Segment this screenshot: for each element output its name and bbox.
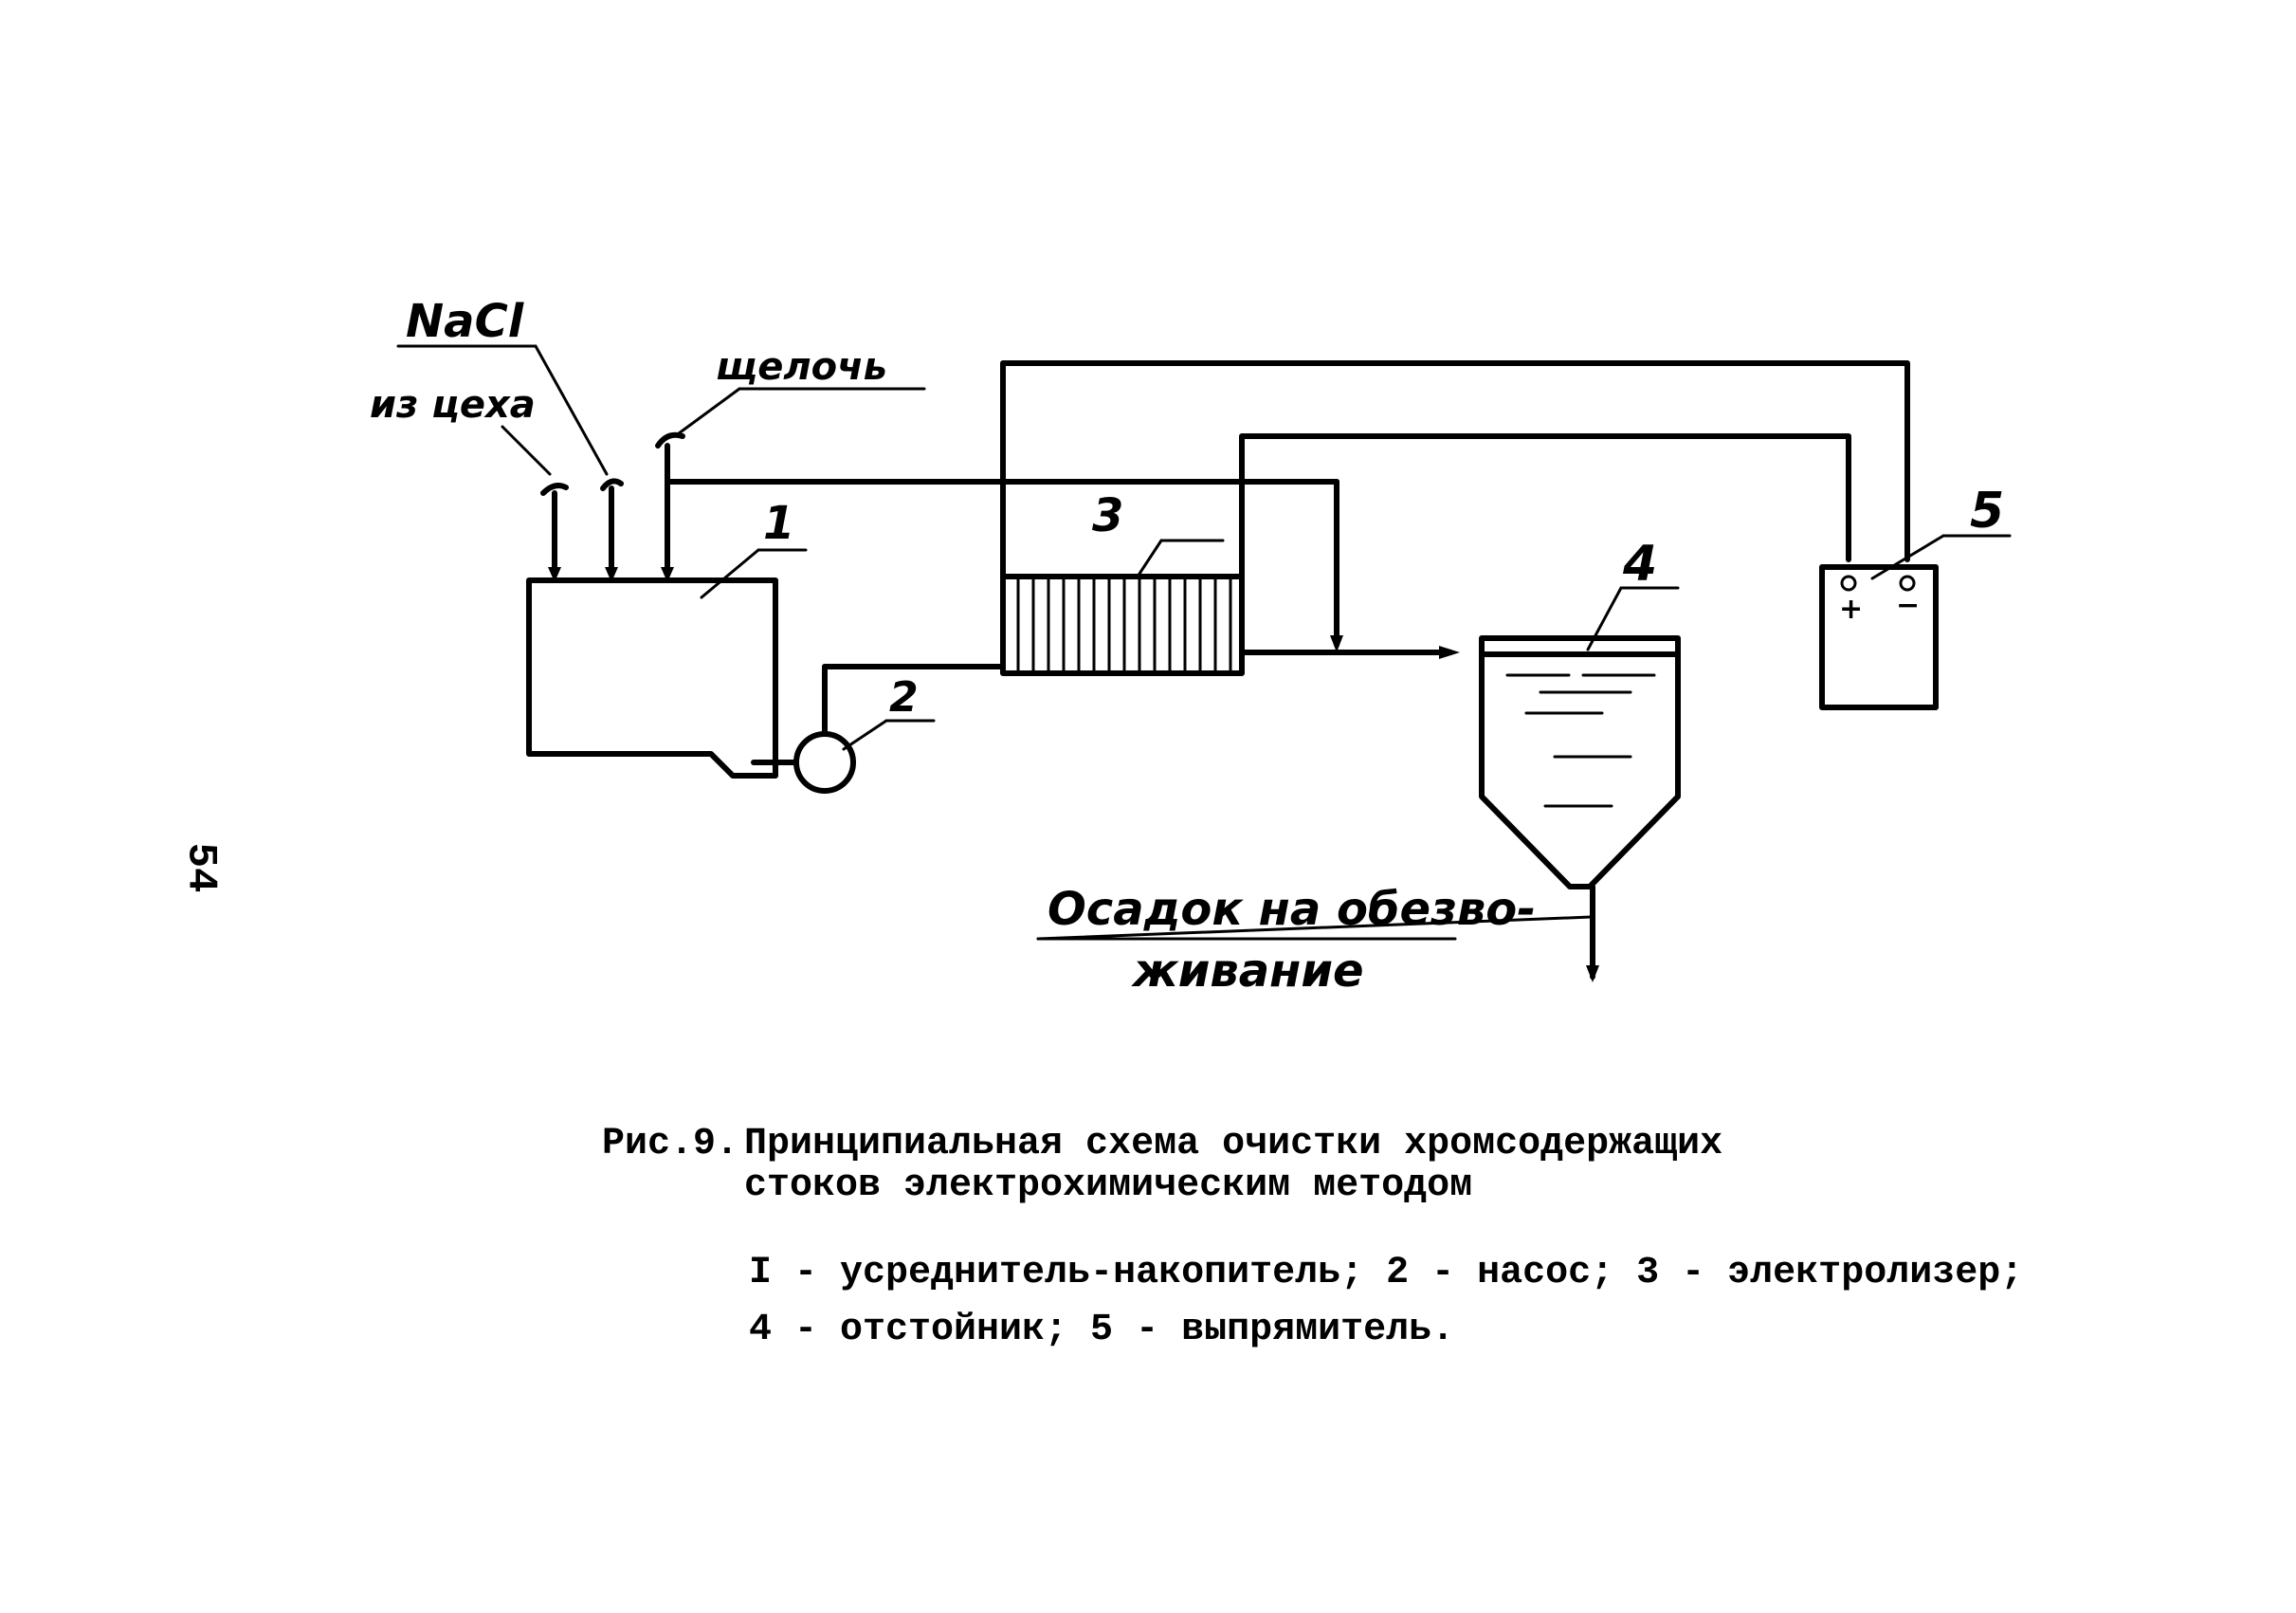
label-sludge-line2: живание	[1131, 944, 1364, 998]
cable-negative	[1239, 433, 1851, 579]
number-settler: 4	[1622, 536, 1657, 593]
caption-line2: стоков электрохимическим методом	[744, 1164, 1473, 1207]
polarity-plus: +	[1839, 593, 1863, 626]
label-sludge-line1: Осадок на обезво-	[1048, 883, 1536, 936]
inlet-tap-from-shop	[540, 483, 569, 496]
pump-circle	[793, 731, 856, 794]
label-nacl: NaCl	[406, 295, 524, 348]
number-pump: 2	[889, 673, 919, 722]
number-rectifier: 5	[1970, 483, 2004, 540]
settler-inlet-arrow	[1439, 646, 1460, 659]
leader-lines	[396, 344, 2012, 941]
legend-line2: 4 - отстойник; 5 - выпрямитель.	[749, 1309, 1455, 1351]
sludge-outlet-arrow	[1586, 965, 1599, 982]
legend-line1: I - усреднитель-накопитель; 2 - насос; 3…	[749, 1252, 2024, 1294]
caption-line1: Принципиальная схема очистки хромсодержа…	[744, 1123, 1723, 1165]
settler-water-lines	[1505, 673, 1656, 808]
rectifier-box	[1819, 564, 1939, 710]
polarity-minus: −	[1896, 589, 1920, 622]
figure-caption: Рис.9.Принципиальная схема очистки хромс…	[602, 1124, 1722, 1207]
electrolyzer-body	[1000, 574, 1245, 676]
inlet-arrow-nacl	[605, 567, 618, 582]
label-from-shop: из цеха	[370, 383, 536, 427]
electrolyzer-electrodes	[1016, 575, 1232, 675]
equalizer-tank	[526, 577, 778, 779]
inlet-arrow-from-shop	[548, 567, 561, 582]
number-electrolyzer: 3	[1092, 489, 1123, 542]
inlet-arrow-alkali	[661, 567, 674, 582]
label-alkali: щелочь	[716, 345, 887, 389]
number-equalizer: 1	[763, 497, 794, 550]
rectifier-terminal-plus	[1840, 575, 1857, 592]
rectifier-terminal-minus	[1899, 575, 1916, 592]
alkali-dosing-arrow	[1330, 635, 1343, 652]
inlet-tap-alkali	[655, 431, 685, 449]
cable-positive	[1000, 360, 1910, 579]
page-number: 54	[176, 842, 225, 893]
figure-number: Рис.9.	[602, 1123, 739, 1165]
inlet-tap-nacl	[600, 478, 624, 491]
